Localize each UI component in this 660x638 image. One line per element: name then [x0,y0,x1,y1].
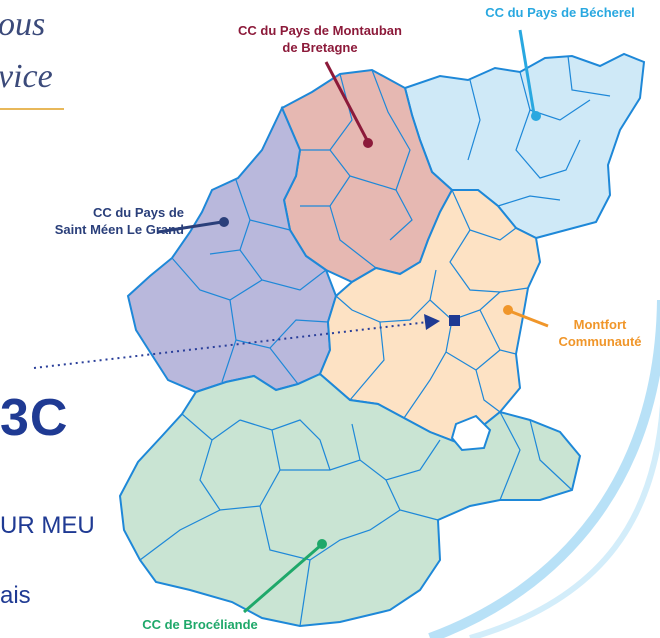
label-broceliande: CC de Brocéliande [130,616,270,633]
leader-montfort [511,310,549,328]
label-montfort: Montfort Communauté [540,316,660,350]
dot-saint-meen [219,217,229,227]
dot-montauban [363,138,373,148]
leader-broceliande [243,544,321,614]
leader-becherel [518,29,536,115]
cropped-text-ais: ais [0,582,31,609]
decor-rule [0,108,64,110]
seat-marker [449,315,460,326]
cropped-text-line-2: vice [0,58,53,95]
label-becherel-line-1: CC du Pays de Bécherel [485,5,635,20]
leader-montauban [324,61,370,143]
cropped-code-heading: 3C [0,389,69,447]
label-becherel: CC du Pays de Bécherel [462,4,658,21]
label-montauban: CC du Pays de Montauban de Bretagne [200,22,440,56]
region-broceliande [118,372,582,628]
decor-swoosh-outer [428,299,660,638]
label-saint-meen-line-1: CC du Pays de [92,205,184,220]
seat-pointer-dotted [33,321,429,369]
cropped-text-meu: UR MEU [0,512,95,539]
seat-pointer-arrowhead [424,314,440,330]
label-montfort-line-1: Montfort [573,317,627,332]
leader-saint-meen [157,220,223,234]
label-broceliande-line-1: CC de Brocéliande [142,617,258,632]
label-montauban-line-1: CC du Pays de Montauban [238,23,402,38]
dot-montfort [503,305,513,315]
dot-becherel [531,111,541,121]
label-montfort-line-2: Communauté [558,334,642,349]
label-saint-meen: CC du Pays de Saint Méen Le Grand [4,204,184,238]
label-montauban-line-2: de Bretagne [282,40,358,55]
label-saint-meen-line-2: Saint Méen Le Grand [54,222,184,237]
cropped-text-line-1: ous [0,6,46,43]
commune-borders [139,55,611,627]
dot-broceliande [317,539,327,549]
region-enclave [450,414,492,452]
